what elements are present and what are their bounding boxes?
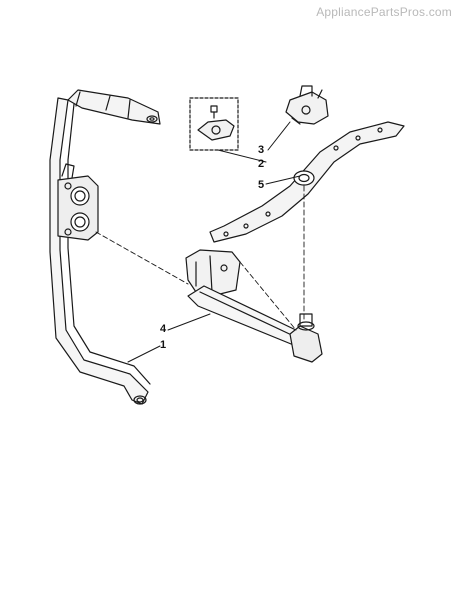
callout-1: 1 — [160, 339, 166, 351]
callout-2: 2 — [258, 158, 264, 170]
callout-leaders — [127, 121, 301, 363]
bearing-box-part — [189, 97, 239, 151]
callout-3: 3 — [258, 144, 264, 156]
leader-lines — [95, 185, 305, 331]
spray-arm-part — [209, 121, 405, 243]
manifold-tube-part — [185, 249, 323, 363]
callout-5: 5 — [258, 179, 264, 191]
callout-4: 4 — [160, 323, 167, 335]
supply-tube-part — [49, 89, 161, 405]
site-watermark: AppliancePartsPros.com — [316, 5, 452, 19]
mount-clip-part — [285, 85, 329, 125]
